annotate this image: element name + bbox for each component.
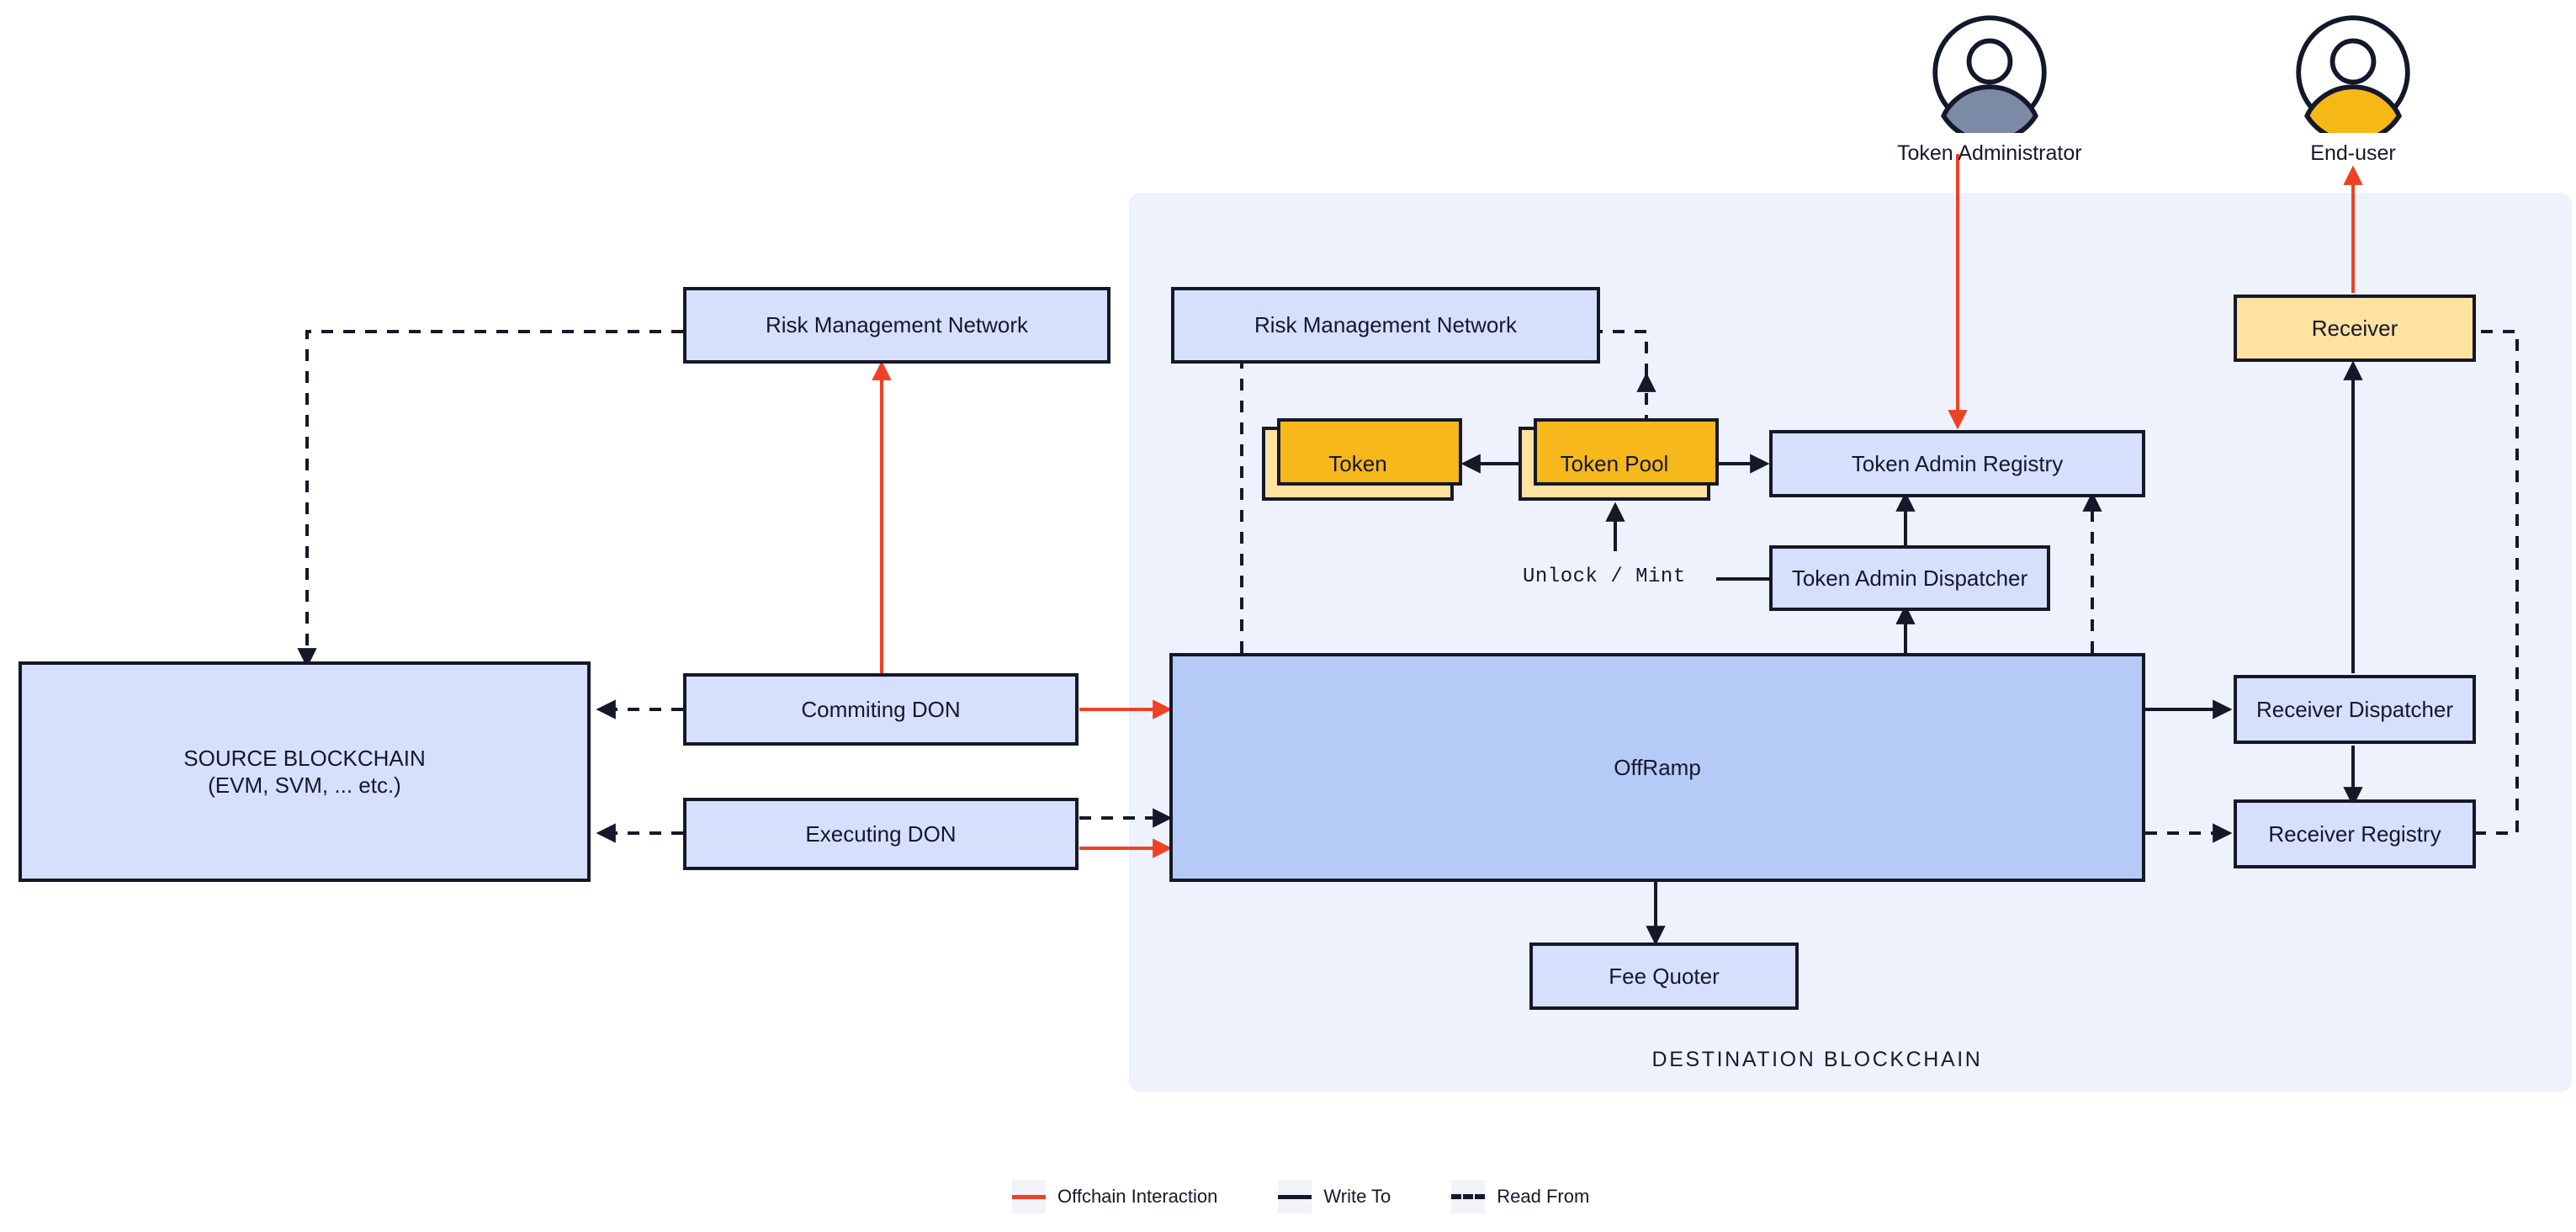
node-executing-don[interactable]: Executing DON — [683, 798, 1079, 870]
actor-end-user-label: End-user — [2310, 141, 2396, 165]
node-label: Fee Quoter — [1609, 963, 1720, 989]
node-source-blockchain[interactable]: SOURCE BLOCKCHAIN (EVM, SVM, ... etc.) — [19, 661, 591, 882]
legend-label-read-from: Read From — [1497, 1186, 1590, 1207]
node-label: Token Pool — [1560, 450, 1669, 476]
legend: Offchain Interaction Write To Read From — [1012, 1180, 1589, 1213]
node-token-admin-dispatcher[interactable]: Token Admin Dispatcher — [1769, 545, 2050, 611]
node-offramp[interactable]: OffRamp — [1169, 653, 2145, 882]
node-label: Executing DON — [805, 820, 957, 847]
node-label: SOURCE BLOCKCHAIN (EVM, SVM, ... etc.) — [183, 745, 426, 799]
legend-item-read-from: Read From — [1451, 1180, 1589, 1213]
node-label: Token Admin Dispatcher — [1791, 565, 2028, 591]
node-token[interactable]: Token — [1262, 418, 1462, 501]
node-label: Risk Management Network — [765, 312, 1029, 338]
node-fee-quoter[interactable]: Fee Quoter — [1529, 943, 1799, 1010]
edge-label-unlock-mint: Unlock / Mint — [1523, 566, 1686, 588]
legend-item-offchain-interaction: Offchain Interaction — [1012, 1180, 1217, 1213]
node-label: Commiting DON — [801, 696, 961, 722]
node-receiver[interactable]: Receiver — [2234, 295, 2476, 362]
node-risk-management-network-destination[interactable]: Risk Management Network — [1171, 287, 1600, 364]
zone-destination-blockchain-label: DESTINATION BLOCKCHAIN — [1651, 1048, 1983, 1071]
node-receiver-dispatcher[interactable]: Receiver Dispatcher — [2234, 675, 2476, 744]
node-label: Token Admin Registry — [1851, 450, 2064, 476]
node-label: Risk Management Network — [1254, 312, 1518, 338]
legend-label-write-to: Write To — [1323, 1186, 1391, 1207]
node-token-admin-registry[interactable]: Token Admin Registry — [1769, 430, 2145, 497]
user-avatar-icon — [1932, 15, 2047, 133]
legend-item-write-to: Write To — [1278, 1180, 1391, 1213]
node-label: Receiver Registry — [2268, 820, 2441, 847]
legend-swatch-write-to — [1278, 1180, 1312, 1213]
legend-swatch-offchain-interaction — [1012, 1180, 1046, 1213]
node-receiver-registry[interactable]: Receiver Registry — [2234, 799, 2476, 868]
legend-label-offchain-interaction: Offchain Interaction — [1057, 1186, 1218, 1207]
node-label: OffRamp — [1614, 754, 1701, 780]
actor-token-administrator-label: Token Administrator — [1897, 141, 2082, 165]
node-label: Receiver Dispatcher — [2255, 696, 2454, 722]
actor-token-administrator: Token Administrator — [1897, 12, 2082, 166]
user-avatar-icon — [2296, 15, 2410, 133]
node-commiting-don[interactable]: Commiting DON — [683, 673, 1079, 746]
node-label: Token — [1328, 450, 1387, 476]
node-label: Receiver — [2311, 315, 2398, 341]
legend-swatch-read-from — [1451, 1180, 1486, 1213]
actor-end-user: End-user — [2292, 12, 2414, 166]
node-risk-management-network-source[interactable]: Risk Management Network — [683, 287, 1110, 364]
node-token-pool[interactable]: Token Pool — [1519, 418, 1719, 501]
